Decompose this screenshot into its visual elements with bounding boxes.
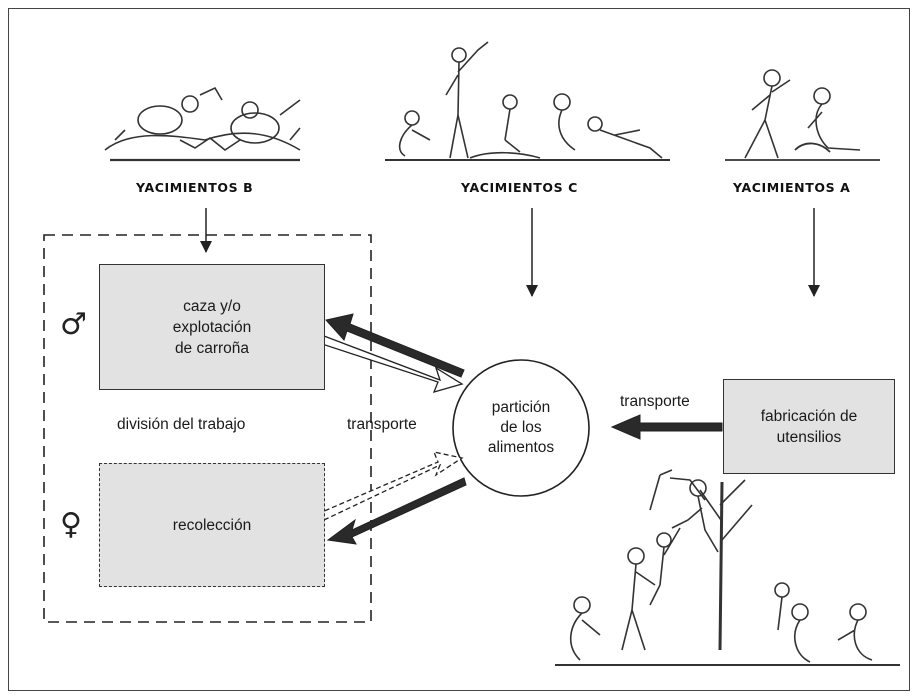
female-symbol-icon: ♀ [60,507,82,542]
gathering-box: recolección [99,463,325,587]
hunting-box: caza y/o explotación de carroña [99,264,325,390]
food-sharing-circle [452,359,590,497]
group-sharing-food-illustration [385,41,670,161]
food-sharing-label: partición de los alimentos [487,399,555,456]
male-symbol-icon: ♂ [60,307,87,342]
tools-to-circle-arrow [610,414,723,440]
gathering-box-label: recolección [172,516,252,534]
circle-to-hunting-arrow [325,313,465,378]
tree-climbing-group-illustration [555,469,900,666]
site-a-label: YACIMIENTOS A [733,180,851,195]
site-b-label: YACIMIENTOS B [136,180,254,195]
tools-box-label: fabricación de utensilios [760,407,858,446]
tools-box: fabricación de utensilios [723,379,895,474]
hunters-butchering-illustration [104,86,301,162]
figure-frame [8,8,910,691]
gathering-to-circle-arrow [321,451,464,521]
division-of-labor-label: división del trabajo [117,416,246,433]
toolmakers-illustration [725,69,880,161]
circle-to-gathering-arrow [326,477,467,545]
transport-left-label: transporte [347,416,417,433]
division-of-labor-frame [43,234,372,623]
hunting-to-circle-arrow [321,335,464,393]
site-c-label: YACIMIENTOS C [461,180,578,195]
transport-right-label: transporte [620,393,690,410]
hunting-box-label: caza y/o explotación de carroña [172,297,252,357]
